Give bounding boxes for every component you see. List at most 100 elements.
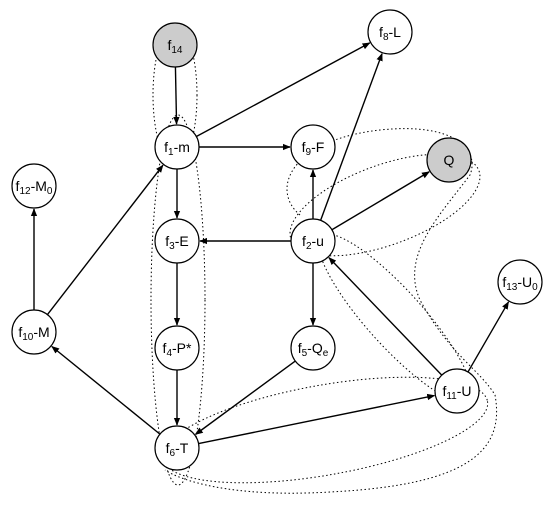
node-f11: f11-U xyxy=(434,368,480,414)
edge-f2-to-f8 xyxy=(319,52,383,221)
node-label-base: f xyxy=(18,324,22,340)
edge-f2-to-Q xyxy=(331,171,430,231)
group-outline-large-loop xyxy=(164,128,498,494)
edge-f14-to-f1 xyxy=(173,66,180,125)
node-label-suffix: -u xyxy=(312,233,324,249)
node-label-suffix: -U xyxy=(517,274,532,290)
node-label-f3: f3-E xyxy=(165,233,188,252)
node-label-base: f xyxy=(379,24,383,40)
node-f10: f10-M xyxy=(11,309,57,355)
group-outline-f2-Q xyxy=(289,153,481,257)
node-label-f6: f6-T xyxy=(166,440,189,459)
node-label-base: f xyxy=(502,274,506,290)
node-label-f2: f2-u xyxy=(302,233,324,252)
edge-f5-to-f6 xyxy=(194,360,296,435)
edges xyxy=(30,42,510,445)
node-label-f11: f11-U xyxy=(442,383,471,402)
node-label-sub: 14 xyxy=(171,45,183,56)
node-circle-f2 xyxy=(290,218,336,264)
node-label-base: f xyxy=(163,340,167,356)
node-label-base: f xyxy=(164,139,168,155)
edge-f6-to-f11 xyxy=(198,393,436,445)
node-label-f10: f10-M xyxy=(18,324,49,343)
node-label-f14: f14 xyxy=(167,37,182,56)
edge-f6-to-f10 xyxy=(51,345,161,435)
node-label-suffix: -U xyxy=(457,383,472,399)
node-circle-f1 xyxy=(154,124,200,170)
node-label-base: f xyxy=(166,440,170,456)
node-label-sub: 11 xyxy=(446,391,457,402)
node-label-sub: 2 xyxy=(306,241,312,252)
node-label-sub: 4 xyxy=(166,348,172,359)
node-label-base: f xyxy=(167,37,171,53)
node-circle-f6 xyxy=(154,425,200,471)
node-f9: f9-F xyxy=(290,124,336,170)
node-label-suffix-sub: 0 xyxy=(532,282,538,293)
node-label-sub: 3 xyxy=(169,241,175,252)
node-label-suffix: -T xyxy=(175,440,189,456)
node-f5: f5-Qe xyxy=(290,325,336,371)
node-label-suffix-sub: 0 xyxy=(47,186,53,197)
node-f12: f12-M0 xyxy=(11,163,57,209)
node-label-f1: f1-m xyxy=(164,139,190,158)
node-circle-f8 xyxy=(367,9,413,55)
node-label-suffix: -m xyxy=(174,139,190,155)
node-label-base: f xyxy=(298,340,302,356)
node-label-suffix: -E xyxy=(175,233,189,249)
node-label-f12: f12-M0 xyxy=(16,178,53,197)
node-label-sub: 9 xyxy=(306,147,312,158)
node-label-sub: 8 xyxy=(383,32,389,43)
node-f8: f8-L xyxy=(367,9,413,55)
group-outline-f1-f6-chain xyxy=(150,114,206,486)
node-f1: f1-m xyxy=(154,124,200,170)
node-label-base: f xyxy=(442,383,446,399)
node-circle-f14 xyxy=(152,22,198,68)
node-circle-f10 xyxy=(11,309,57,355)
node-circle-f11 xyxy=(434,368,480,414)
node-label-f9: f9-F xyxy=(302,139,325,158)
node-f6: f6-T xyxy=(154,425,200,471)
node-circle-Q xyxy=(426,137,472,183)
node-label-sub: 12 xyxy=(19,186,31,197)
node-label-base: f xyxy=(302,139,306,155)
node-circle-f4 xyxy=(154,325,200,371)
node-f2: f2-u xyxy=(290,218,336,264)
node-label-base: Q xyxy=(444,152,455,168)
node-label-suffix: -M xyxy=(33,324,49,340)
node-label-f4: f4-P* xyxy=(163,340,192,359)
node-label-suffix: -P* xyxy=(172,340,192,356)
node-label-f8: f8-L xyxy=(379,24,401,43)
node-circle-f13 xyxy=(497,259,543,305)
edge-f1-to-f8 xyxy=(196,42,371,138)
edge-f11-to-f13 xyxy=(467,301,510,373)
node-label-sub: 5 xyxy=(302,348,308,359)
node-label-suffix: -F xyxy=(311,139,324,155)
node-label-suffix: -L xyxy=(389,24,402,40)
node-circle-f12 xyxy=(11,163,57,209)
edge-f11-to-f2 xyxy=(328,257,443,376)
node-circle-f5 xyxy=(290,325,336,371)
node-label-sub: 10 xyxy=(22,332,34,343)
node-f13: f13-U0 xyxy=(497,259,543,305)
dotted-groupings xyxy=(150,24,498,494)
node-Q: Q xyxy=(426,137,472,183)
node-label-base: f xyxy=(165,233,169,249)
node-circle-f3 xyxy=(154,218,200,264)
node-f4: f4-P* xyxy=(154,325,200,371)
node-label-Q: Q xyxy=(444,152,455,168)
node-label-suffix: -M xyxy=(31,178,47,194)
node-label-f13: f13-U0 xyxy=(502,274,538,293)
node-label-suffix-sub: e xyxy=(323,348,329,359)
node-label-sub: 13 xyxy=(506,282,518,293)
node-label-base: f xyxy=(16,178,20,194)
node-label-sub: 6 xyxy=(170,448,176,459)
node-label-suffix: -Q xyxy=(307,340,323,356)
node-label-base: f xyxy=(302,233,306,249)
node-f14: f14 xyxy=(152,22,198,68)
node-label-sub: 1 xyxy=(168,147,174,158)
edge-f10-to-f1 xyxy=(46,164,164,316)
node-label-f5: f5-Qe xyxy=(298,340,329,359)
node-f3: f3-E xyxy=(154,218,200,264)
